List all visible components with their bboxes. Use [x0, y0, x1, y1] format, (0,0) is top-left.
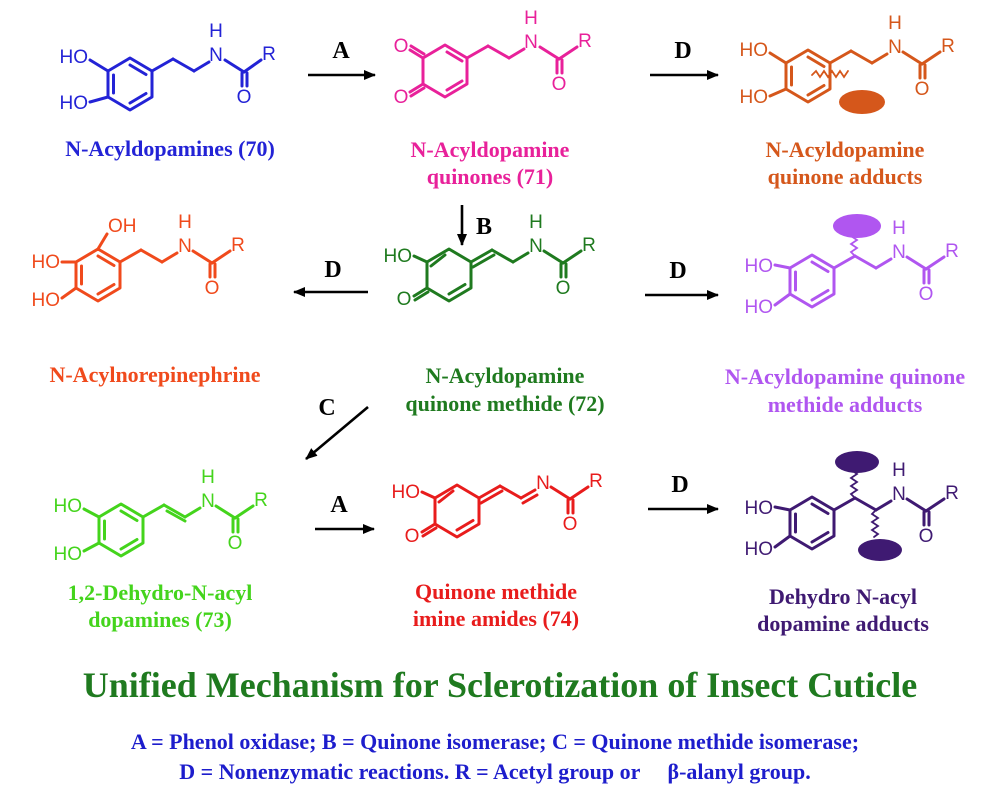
- atom-label: HO: [745, 256, 774, 277]
- atom-label: O: [394, 36, 409, 57]
- arrow-label-d: D: [674, 38, 691, 64]
- arrow-label-c: C: [318, 395, 335, 421]
- structure-n-acyldopamine: HO HO N H O R: [60, 21, 276, 114]
- atom-label: R: [231, 235, 245, 256]
- atom-label: R: [582, 235, 596, 256]
- structure-quinone-methide: HO O N H O R: [384, 212, 596, 310]
- atom-label: H: [209, 21, 223, 42]
- atom-label: HO: [740, 40, 769, 61]
- arrow-label-a: A: [332, 38, 350, 64]
- caption-dehydro-adducts-line2: dopamine adducts: [757, 611, 929, 636]
- atom-label: N: [209, 45, 223, 66]
- atom-label: R: [254, 490, 268, 511]
- atom-label: O: [915, 79, 930, 100]
- atom-label: HO: [740, 87, 769, 108]
- atom-label: N: [524, 32, 538, 53]
- caption-norepinephrine: N-Acylnorepinephrine: [49, 362, 260, 387]
- caption-dehydro-line2: dopamines (73): [88, 607, 232, 632]
- atom-label: O: [563, 514, 578, 535]
- atom-label: HO: [60, 93, 89, 114]
- structure-quinone-adduct: HO HO N H O R: [740, 13, 955, 114]
- arrow-label-d: D: [671, 472, 688, 498]
- atom-label: H: [892, 218, 906, 239]
- atom-label: H: [178, 212, 192, 233]
- arrow-c: [305, 406, 369, 460]
- caption-dehydro-line1: 1,2-Dehydro-N-acyl: [68, 580, 253, 605]
- atom-label: N: [529, 236, 543, 257]
- atom-label: HO: [60, 47, 89, 68]
- atom-label: O: [556, 278, 571, 299]
- atom-label: R: [589, 471, 603, 492]
- atom-label: N: [178, 236, 192, 257]
- caption-quinone-methide-line2: quinone methide (72): [405, 391, 604, 416]
- caption-qm-adducts-line2: methide adducts: [768, 392, 923, 417]
- compound-captions: N-Acyldopamines (70) N-Acyldopamine quin…: [49, 136, 965, 636]
- atom-label: HO: [384, 246, 413, 267]
- atom-label: H: [201, 467, 215, 488]
- caption-quinones-line1: N-Acyldopamine: [411, 137, 570, 162]
- atom-label: HO: [32, 252, 61, 273]
- arrow-label-a: A: [330, 492, 348, 518]
- atom-label: O: [394, 87, 409, 108]
- atom-label: O: [405, 526, 420, 547]
- caption-imine-line1: Quinone methide: [415, 579, 577, 604]
- atom-label: HO: [745, 297, 774, 318]
- atom-label: H: [892, 460, 906, 481]
- structure-dehydro-dopamine-adduct: HO HO N H O R: [745, 451, 959, 561]
- caption-quinone-adducts-line2: quinone adducts: [768, 164, 923, 189]
- atom-label: HO: [392, 482, 421, 503]
- atom-label: H: [529, 212, 543, 233]
- atom-label: R: [941, 36, 955, 57]
- atom-label: H: [524, 8, 538, 29]
- atom-label: OH: [108, 216, 137, 237]
- reaction-arrows: A D B D D C A D: [293, 38, 719, 534]
- atom-label: HO: [745, 498, 774, 519]
- atom-label: R: [262, 44, 276, 65]
- atom-label: O: [397, 289, 412, 310]
- legend-line-1: A = Phenol oxidase; B = Quinone isomeras…: [131, 729, 859, 754]
- atom-label: R: [945, 241, 959, 262]
- atom-label: H: [888, 13, 902, 34]
- structure-n-acylnorepinephrine: OH HO HO N H O R: [32, 212, 245, 311]
- atom-label: O: [228, 533, 243, 554]
- atom-label: HO: [54, 496, 83, 517]
- caption-quinone-adducts-line1: N-Acyldopamine: [766, 137, 925, 162]
- atom-label: O: [552, 74, 567, 95]
- atom-label: O: [919, 284, 934, 305]
- atom-label: N: [888, 37, 902, 58]
- structure-n-acyldopamine-quinone: O O N H O R: [394, 8, 592, 108]
- structure-quinone-methide-adduct: HO HO N H O R: [745, 214, 959, 318]
- diagram-title: Unified Mechanism for Sclerotization of …: [83, 665, 918, 705]
- atom-label: HO: [32, 290, 61, 311]
- caption-qm-adducts-line1: N-Acyldopamine quinone: [725, 364, 965, 389]
- caption-dehydro-adducts-line1: Dehydro N-acyl: [769, 584, 917, 609]
- atom-label: O: [205, 278, 220, 299]
- atom-label: R: [578, 31, 592, 52]
- caption-n-acyldopamines: N-Acyldopamines (70): [65, 136, 275, 161]
- caption-imine-line2: imine amides (74): [413, 606, 579, 631]
- atom-label: HO: [54, 544, 83, 565]
- structure-dehydro-n-acyldopamine: HO HO N H O R: [54, 467, 268, 565]
- atom-label: O: [237, 87, 252, 108]
- atom-label: N: [892, 242, 906, 263]
- arrow-label-b: B: [476, 214, 492, 240]
- atom-label: HO: [745, 539, 774, 560]
- arrow-label-d: D: [669, 258, 686, 284]
- structure-quinone-methide-imine-amide: HO O N O R: [392, 471, 603, 547]
- legend-line-2: D = Nonenzymatic reactions. R = Acetyl g…: [179, 759, 810, 784]
- atom-label: N: [892, 484, 906, 505]
- arrow-label-d: D: [324, 257, 341, 283]
- caption-quinone-methide-line1: N-Acyldopamine: [426, 363, 585, 388]
- atom-label: N: [201, 491, 215, 512]
- caption-quinones-line2: quinones (71): [427, 164, 554, 189]
- atom-label: O: [919, 526, 934, 547]
- atom-label: R: [945, 483, 959, 504]
- atom-label: N: [536, 473, 550, 494]
